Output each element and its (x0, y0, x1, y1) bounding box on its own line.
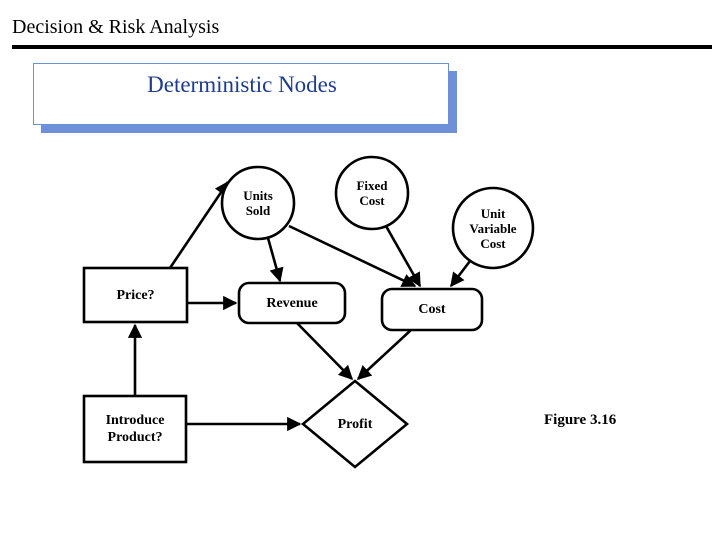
node-introduce-product[interactable] (82, 394, 188, 464)
edge-price-to-units-sold (168, 180, 230, 269)
node-price[interactable] (82, 266, 189, 324)
node-fixed-cost[interactable] (334, 155, 410, 231)
edge-units-sold-to-cost (288, 224, 417, 288)
edge-revenue-to-profit (296, 322, 354, 381)
edge-fixed-cost-to-cost (384, 225, 422, 288)
node-profit[interactable] (300, 379, 410, 469)
figure-caption: Figure 3.16 (544, 412, 617, 428)
page-title: Decision & Risk Analysis (12, 16, 220, 38)
edge-cost-to-profit (356, 329, 412, 380)
title-banner: Deterministic Nodes (33, 63, 449, 125)
title-banner-text: Deterministic Nodes (147, 72, 337, 97)
edge-units-sold-to-revenue (266, 237, 284, 283)
node-revenue[interactable] (237, 281, 347, 325)
node-unit-variable-cost[interactable] (451, 186, 535, 270)
header-divider (12, 45, 712, 49)
node-units-sold[interactable] (220, 165, 296, 241)
edge-unit-variable-cost-to-cost (449, 260, 472, 288)
node-cost[interactable] (380, 287, 484, 332)
